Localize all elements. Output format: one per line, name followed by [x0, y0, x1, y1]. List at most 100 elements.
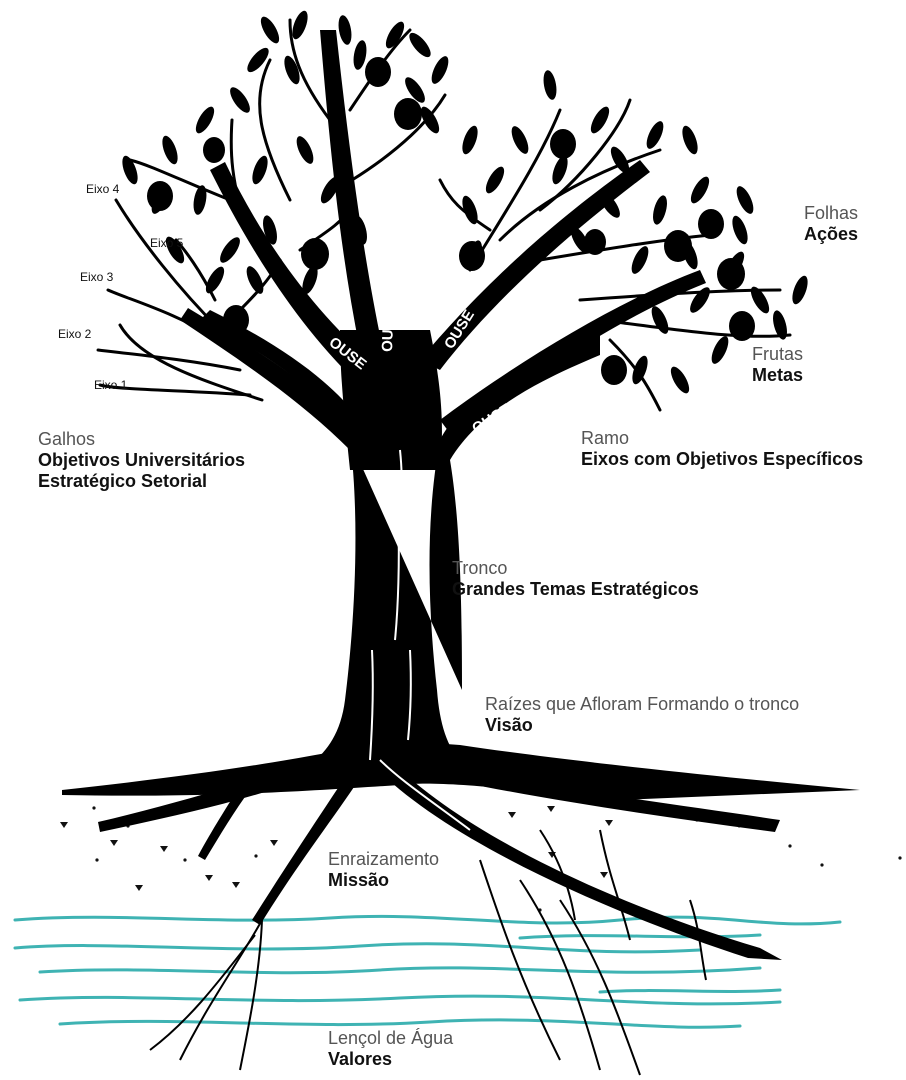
axis-label-4: Eixo 4	[86, 182, 120, 196]
leaf	[292, 10, 308, 40]
thin-branches	[96, 18, 792, 412]
leaf	[220, 237, 240, 263]
label-folhas-title: Folhas	[803, 203, 858, 223]
leaf	[511, 256, 529, 284]
leaf	[600, 192, 620, 218]
roots	[62, 740, 860, 960]
label-ramo: Ramo Eixos com Objetivos Específicos	[581, 428, 863, 470]
leaf	[247, 47, 269, 73]
leaf	[711, 336, 729, 364]
fruit	[147, 181, 173, 211]
fruit	[365, 57, 391, 87]
fruit	[698, 209, 724, 239]
label-lencol: Lençol de Água Valores	[328, 1028, 453, 1070]
leaf	[543, 70, 557, 100]
axis-label-2: Eixo 2	[58, 327, 92, 341]
leaf	[653, 195, 667, 225]
leaf	[246, 266, 264, 294]
label-galhos: Galhos Objetivos Universitários Estratég…	[38, 429, 245, 493]
leaves	[122, 10, 808, 394]
root-fibers	[149, 829, 707, 1076]
label-raizes-title: Raízes que Afloram Formando o tronco	[485, 694, 800, 714]
leaf	[320, 176, 340, 204]
leaf	[122, 155, 138, 185]
leaf	[670, 366, 690, 394]
label-enraizamento: Enraizamento Missão	[328, 849, 439, 891]
leaf	[353, 40, 367, 70]
axis-label-5: Eixo 5	[150, 236, 184, 250]
leaf	[431, 56, 449, 84]
leaf	[409, 32, 431, 58]
leaf	[263, 215, 277, 245]
trunk-highlights	[369, 449, 471, 831]
leaf	[260, 16, 280, 44]
leaf	[195, 106, 215, 134]
leaf	[690, 287, 710, 313]
label-lencol-value: Valores	[328, 1049, 393, 1070]
leaf	[631, 246, 649, 274]
label-tronco-title: Tronco	[452, 558, 508, 578]
label-folhas-value: Ações	[803, 224, 858, 245]
fruit	[301, 238, 329, 270]
leaf	[732, 215, 748, 245]
fruit	[729, 311, 755, 341]
water-table	[13, 914, 842, 1029]
fruit	[584, 229, 606, 255]
leaf	[165, 236, 185, 264]
label-frutas-title: Frutas	[752, 344, 804, 364]
axis-label-3: Eixo 3	[80, 270, 114, 284]
fruit	[601, 355, 627, 385]
axis-label-1: Eixo 1	[94, 378, 128, 392]
fruit	[394, 98, 422, 130]
label-galhos-title: Galhos	[38, 429, 96, 449]
leaf	[420, 106, 440, 134]
leaf	[552, 155, 568, 185]
leaf	[590, 106, 610, 134]
leaf	[162, 135, 178, 165]
label-tronco: Tronco Grandes Temas Estratégicos	[452, 558, 699, 600]
leaf	[485, 166, 505, 194]
leaf	[205, 266, 225, 294]
leaf	[646, 121, 664, 149]
leaf	[338, 15, 352, 45]
leaf	[230, 87, 250, 113]
leaf	[385, 21, 405, 49]
leaf	[284, 55, 300, 85]
label-tronco-value: Grandes Temas Estratégicos	[452, 579, 699, 600]
leaf	[462, 125, 478, 155]
leaf	[252, 155, 268, 185]
leaf	[736, 186, 754, 214]
label-lencol-title: Lençol de Água	[328, 1028, 454, 1048]
label-galhos-value-1: Objetivos Universitários	[38, 450, 246, 471]
leaf	[792, 275, 808, 305]
leaf	[405, 77, 425, 103]
label-frutas: Frutas Metas	[752, 344, 803, 386]
leaf	[462, 195, 478, 225]
label-frutas-value: Metas	[752, 365, 804, 386]
label-enraizamento-value: Missão	[328, 870, 390, 891]
leaf	[511, 126, 529, 154]
fruit	[459, 241, 485, 271]
leaf	[651, 306, 669, 334]
leaf	[690, 176, 710, 204]
leaf	[570, 226, 590, 254]
leaf	[750, 286, 770, 314]
label-folhas: Folhas Ações	[804, 203, 858, 245]
fruit	[203, 137, 225, 163]
fruit	[717, 258, 745, 290]
leaf	[682, 125, 698, 155]
leaf	[296, 136, 314, 164]
fruit	[550, 129, 576, 159]
leaf	[610, 146, 630, 174]
label-ramo-value: Eixos com Objetivos Específicos	[581, 449, 864, 470]
fruit	[664, 230, 692, 262]
label-ramo-title: Ramo	[581, 428, 630, 448]
fruit	[223, 305, 249, 335]
label-galhos-value-2: Estratégico Setorial	[38, 471, 208, 492]
label-raizes: Raízes que Afloram Formando o tronco Vis…	[485, 694, 799, 736]
label-enraizamento-title: Enraizamento	[328, 849, 440, 869]
leaf	[353, 215, 367, 245]
fruits	[147, 57, 755, 385]
leaf	[302, 265, 318, 295]
